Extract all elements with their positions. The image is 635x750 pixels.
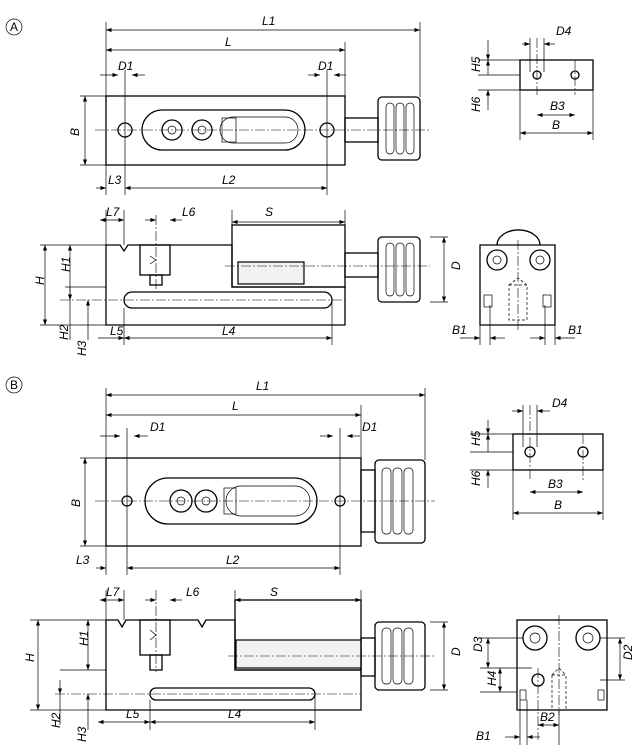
label-l4-b: L4 [228, 707, 242, 721]
label-h3: H3 [75, 340, 89, 356]
label-d2-b: D2 [621, 644, 635, 660]
label-l1-b: L1 [256, 379, 269, 393]
label-h6-b: H6 [469, 470, 483, 486]
label-l7-b: L7 [106, 585, 121, 599]
label-s: S [265, 205, 273, 219]
label-h6: H6 [469, 96, 483, 112]
label-d1-left: D1 [118, 59, 133, 73]
label-l4: L4 [222, 324, 236, 338]
variant-b: B L1 L D [5, 376, 635, 745]
label-l3-b: L3 [76, 553, 90, 567]
label-b3: B3 [550, 99, 565, 113]
label-l7: L7 [106, 205, 121, 219]
label-l2: L2 [222, 173, 236, 187]
label-h5: H5 [469, 56, 483, 72]
label-l-b: L [232, 399, 239, 413]
label-b1-right: B1 [568, 323, 583, 337]
side-view-b: L7 L6 S H H1 D H2 H3 L5 L4 [23, 585, 463, 742]
label-d4-b: D4 [552, 396, 568, 410]
label-h-b: H [23, 653, 37, 662]
label-b-end: B [552, 118, 560, 132]
end-view-b: D3 D2 H4 B1 B2 [471, 615, 635, 745]
label-b-b: B [69, 499, 83, 507]
label-b3-b: B3 [548, 477, 563, 491]
label-d1-right-b: D1 [362, 420, 377, 434]
variant-a-marker-circle [5, 18, 23, 36]
end-view-small-a: D4 H5 H6 B3 B [469, 24, 594, 140]
variant-a: A [5, 14, 594, 356]
label-b-end-b: B [554, 498, 562, 512]
label-l6: L6 [182, 205, 196, 219]
label-h1-b: H1 [77, 631, 91, 646]
label-b2-b: B2 [540, 710, 555, 724]
label-s-b: S [270, 585, 278, 599]
label-l6-b: L6 [186, 585, 200, 599]
label-l: L [225, 35, 232, 49]
label-l3: L3 [108, 173, 122, 187]
label-h: H [33, 276, 47, 285]
label-h2: H2 [57, 324, 71, 340]
label-h5-b: H5 [469, 430, 483, 446]
label-l1: L1 [262, 14, 275, 28]
label-b1-left: B1 [452, 323, 467, 337]
label-l5-b: L5 [126, 707, 140, 721]
label-b: B [68, 128, 82, 136]
label-l5: L5 [110, 324, 124, 338]
end-view-small-b: D4 H5 H6 B3 B [469, 396, 604, 520]
label-d4: D4 [556, 24, 572, 38]
label-d1-left-b: D1 [150, 420, 165, 434]
label-h3-b: H3 [75, 726, 89, 742]
top-view-a: L1 L D1 D1 B L3 L2 [68, 14, 430, 195]
label-h2-b: H2 [49, 712, 63, 728]
label-h1: H1 [59, 257, 73, 272]
variant-a-marker: A [10, 20, 18, 34]
label-l2-b: L2 [226, 553, 240, 567]
label-d3-b: D3 [471, 636, 485, 652]
end-view-a: B1 B1 [452, 229, 583, 345]
label-d1-right: D1 [318, 59, 333, 73]
label-d-b: D [449, 647, 463, 656]
label-h4-b: H4 [485, 670, 499, 686]
top-view-b: L1 L D1 D1 B L3 L2 [69, 379, 435, 575]
label-d: D [449, 261, 463, 270]
side-view-a: L7 L6 S H H1 D H2 H3 L5 L4 [33, 205, 463, 356]
label-b1-b: B1 [476, 729, 491, 743]
variant-b-marker: B [10, 378, 18, 392]
